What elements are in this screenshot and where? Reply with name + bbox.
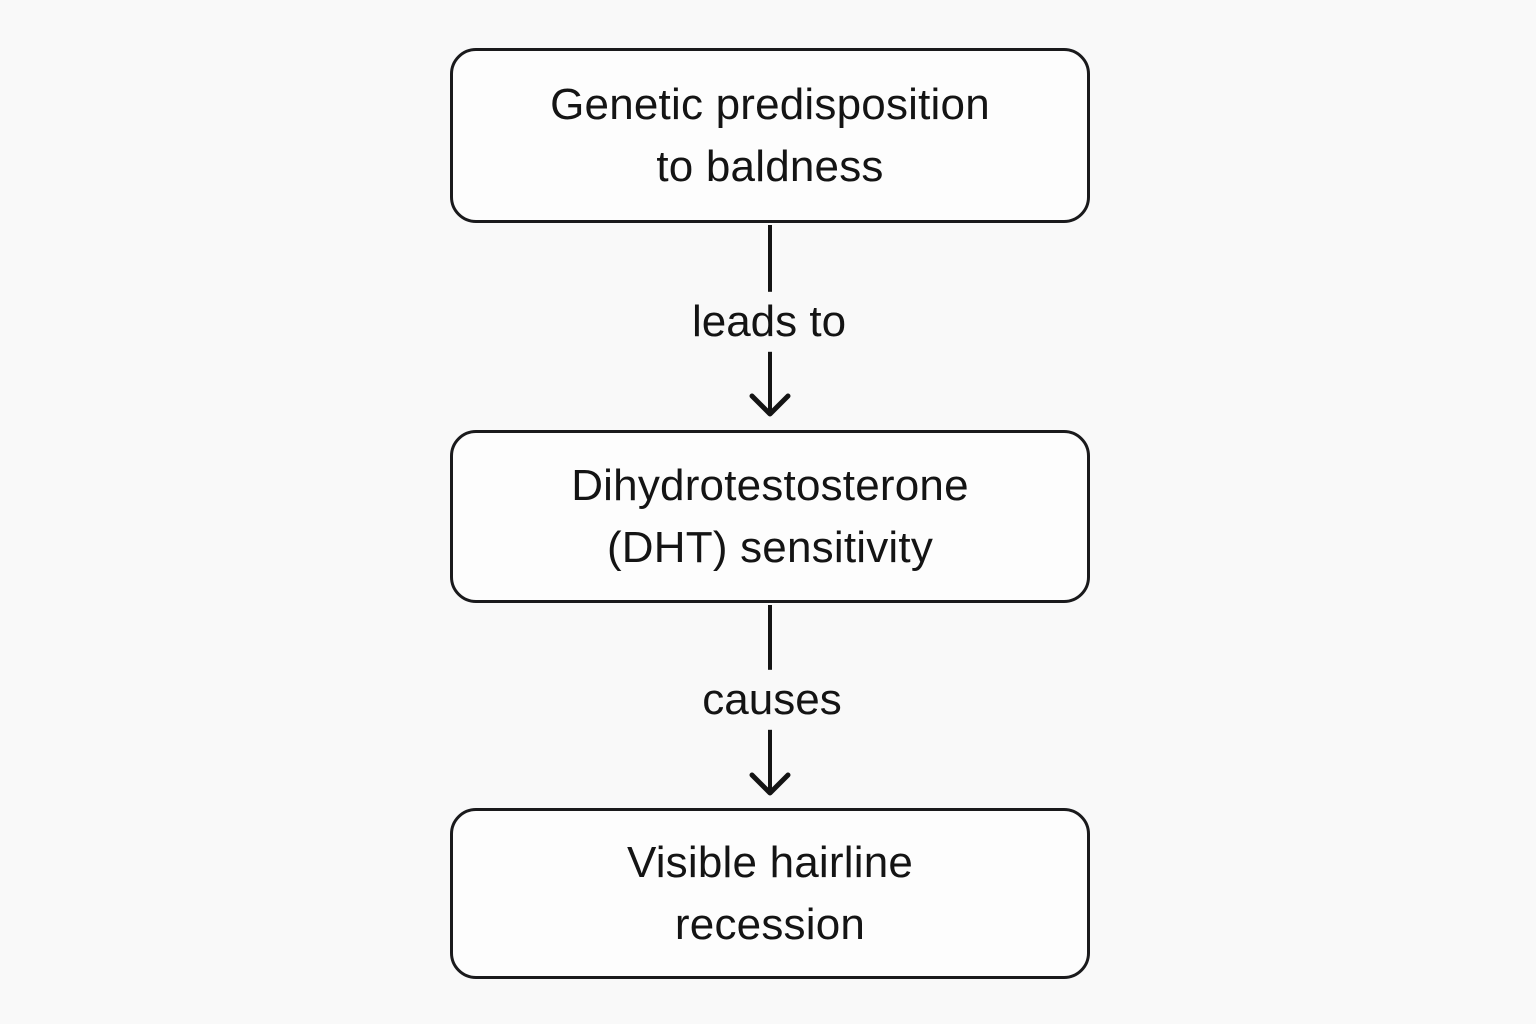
node-label-line: recession bbox=[674, 899, 866, 949]
node-genetic-predisposition: Genetic predisposition to baldness bbox=[450, 48, 1090, 223]
node-dht-sensitivity: Dihydrotestosterone (DHT) sensitivity bbox=[450, 430, 1090, 603]
node-label-line: (DHT) sensitivity bbox=[606, 522, 934, 572]
node-genetic-predisposition-label: Genetic predisposition to baldness bbox=[550, 74, 990, 197]
edge-label-leads-to: leads to bbox=[677, 291, 861, 353]
edge-label-causes: causes bbox=[688, 669, 856, 731]
node-label-line: Genetic predisposition bbox=[550, 79, 990, 129]
node-hairline-recession-label: Visible hairline recession bbox=[627, 832, 913, 955]
node-hairline-recession: Visible hairline recession bbox=[450, 808, 1090, 979]
node-label-line: Visible hairline bbox=[626, 837, 914, 887]
node-dht-sensitivity-label: Dihydrotestosterone (DHT) sensitivity bbox=[571, 455, 969, 578]
node-label-line: to baldness bbox=[656, 141, 884, 191]
node-label-line: Dihydrotestosterone bbox=[571, 460, 969, 510]
